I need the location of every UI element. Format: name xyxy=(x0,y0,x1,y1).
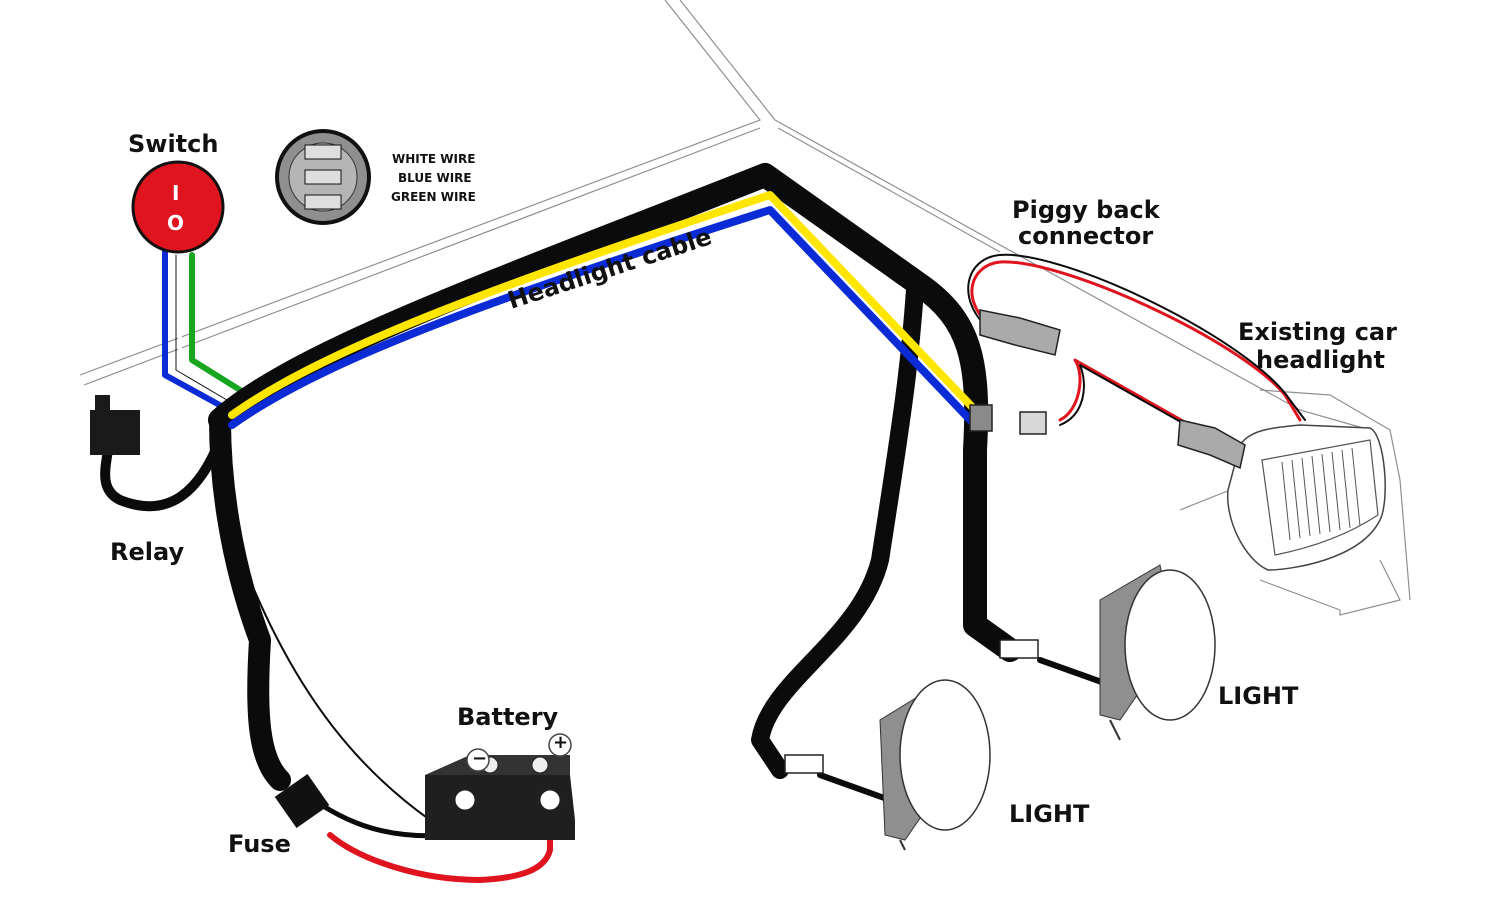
existing-headlight-label-line1: Existing car xyxy=(1238,318,1397,346)
battery-minus-label: − xyxy=(472,748,488,769)
switch-on-symbol: I xyxy=(172,181,180,205)
existing-car-headlight xyxy=(1227,424,1386,571)
car-body-outline xyxy=(79,0,1411,616)
battery-minus-symbol-circle xyxy=(466,748,490,772)
connectors xyxy=(784,309,1246,774)
switch-label: Switch xyxy=(128,130,219,158)
green-switch-wire xyxy=(189,252,243,393)
wire-legend-connector xyxy=(275,129,371,225)
relay-label: Relay xyxy=(110,538,185,566)
existing-headlight-label-line2: headlight xyxy=(1256,346,1385,374)
switch-off-symbol: O xyxy=(167,211,185,235)
relay xyxy=(90,395,140,455)
left-light xyxy=(879,679,991,851)
piggy-back-connector-bottom xyxy=(1177,419,1246,470)
left-light-connector xyxy=(784,754,824,774)
piggy-red-wire xyxy=(970,260,1302,427)
battery-plus-symbol-circle xyxy=(548,733,572,757)
relay-cable xyxy=(100,435,225,512)
thin-black-wire xyxy=(249,579,431,821)
switch xyxy=(131,160,225,254)
right-light xyxy=(1099,564,1216,741)
battery-plus-label: + xyxy=(553,732,569,753)
legend-green-wire: GREEN WIRE xyxy=(391,190,476,204)
blue-wire xyxy=(228,206,979,429)
harness-to-left-light xyxy=(751,281,924,779)
main-harness xyxy=(208,163,1022,662)
piggy-black-wire xyxy=(967,253,1306,431)
legend-white-wire: WHITE WIRE xyxy=(392,152,476,166)
piggy-socket xyxy=(1019,411,1047,435)
harness-end-connector xyxy=(969,404,993,432)
red-battery-wire xyxy=(327,807,553,883)
white-switch-wire xyxy=(178,253,237,402)
left-light-wire xyxy=(817,772,893,803)
white-switch-wire-outline xyxy=(175,254,233,404)
right-light-wire xyxy=(1037,657,1113,688)
piggy-back-label-line2: connector xyxy=(1018,222,1154,250)
right-light-connector xyxy=(999,639,1039,659)
fuse-label: Fuse xyxy=(228,830,291,858)
piggy-back-connector-top xyxy=(979,309,1061,356)
yellow-wire xyxy=(228,191,979,419)
fuse xyxy=(274,773,330,829)
wires xyxy=(100,163,1306,883)
harness-down-left xyxy=(209,409,291,791)
light-left-label: LIGHT xyxy=(1009,800,1090,828)
light-right-label: LIGHT xyxy=(1218,682,1299,710)
battery-terminal-symbols xyxy=(466,733,572,772)
blue-switch-wire xyxy=(162,247,228,411)
piggy-back-label-line1: Piggy back xyxy=(1012,196,1160,224)
legend-blue-wire: BLUE WIRE xyxy=(398,171,472,185)
battery xyxy=(425,755,575,840)
battery-label: Battery xyxy=(457,703,559,731)
